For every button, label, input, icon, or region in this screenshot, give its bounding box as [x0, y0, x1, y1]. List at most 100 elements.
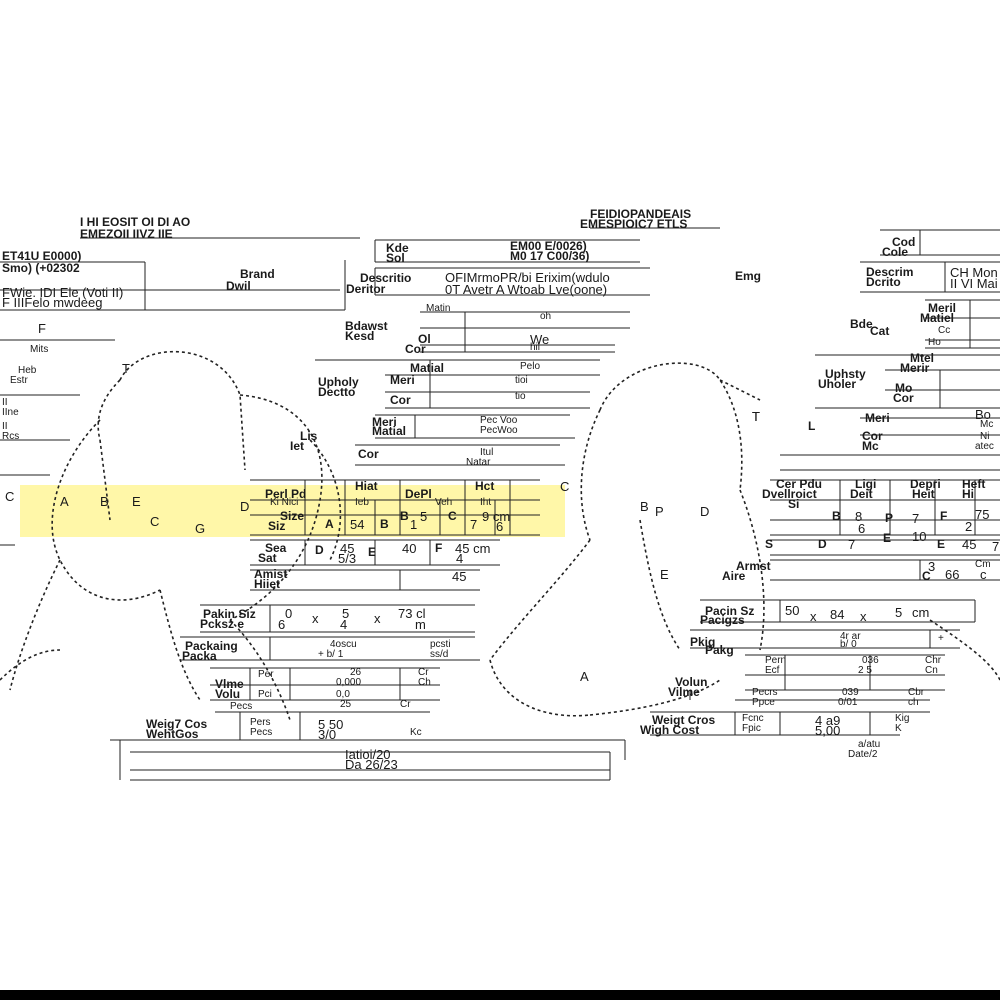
left-chair-label-c2: C [150, 514, 160, 529]
weight-value-1: 5 50 [318, 717, 344, 732]
left-table-rules [0, 237, 650, 781]
upholstery-value-3: tio [515, 391, 526, 402]
packing-x-2: x [374, 611, 381, 626]
size-s: Siz [268, 519, 286, 533]
volume-value-3: 0,0 [336, 689, 350, 700]
desc-value-2: 0T Avetr A Wtoab Lve(oone) [445, 282, 608, 297]
left-desc-1: FWie. IDI Ele (Voti II) [2, 285, 124, 300]
right-code-1: Cod [892, 235, 916, 249]
upholstery-label-1: Upholy [318, 375, 359, 389]
right-desc-value-2: II VI Mai [950, 276, 998, 291]
right-volume-9: Pecrs [752, 687, 778, 698]
right-volume-5: 036 [862, 655, 879, 666]
size-c-value: 7 [470, 517, 478, 532]
mid-code-1: Kde [386, 241, 409, 255]
size-b2: B [400, 509, 409, 523]
right-size-11: 7 [848, 537, 856, 552]
right-size-10: D [818, 537, 827, 551]
right-material-2: Matiel [920, 311, 955, 325]
right-packing-3: 50 [785, 603, 800, 618]
right-armrest-8: 7 [992, 539, 1000, 554]
dim-header-2: DePl [405, 487, 432, 501]
size-c: C [448, 509, 457, 523]
left-desc-2: F IIIFelo mwdeeg [2, 295, 103, 310]
right-weight-7: Kig [895, 713, 910, 724]
right-desc-value-1: CH Mon [950, 265, 998, 280]
seat-e-value: 40 [402, 541, 417, 556]
desc-value-1: OFIMrmoPR/bi Erixim(wdulo [445, 270, 610, 285]
seat-f: F [435, 541, 443, 555]
right-packing-1: Pacin Sz [705, 604, 755, 618]
volume-value-1: 26 [350, 667, 362, 678]
highlight-band [20, 485, 565, 537]
dim-header-4: Hct [475, 479, 495, 493]
seat-f-value: 45 cm [455, 541, 491, 556]
package-value-2: + b/ 1 [318, 649, 344, 660]
packing-label-2: Pcksz e [200, 617, 245, 631]
material-label-3: Kesd [345, 329, 375, 343]
packing-dim-2: 5 [342, 606, 350, 621]
dim-sub-2: Ieb [355, 497, 369, 508]
right-base-2: Cat [870, 324, 890, 338]
seat-d: D [315, 543, 324, 557]
right-volume-10: Ppce [752, 697, 775, 708]
right-base-1: Bde [850, 317, 873, 331]
right-material-3: Mtel [910, 351, 934, 365]
volume-value-4: 25 [340, 699, 352, 710]
size-label: Size [280, 509, 305, 523]
dim-header-3: Hiat [355, 479, 378, 493]
right-date-1: a/atu [858, 739, 881, 750]
brand-label: Brand [240, 267, 275, 281]
armrest-value-1: 4 [456, 551, 464, 566]
left-chair-label-a: A [60, 494, 69, 509]
volume-unit-3: Cr [400, 699, 411, 710]
upholstery-mat-2: Meri [390, 373, 415, 387]
right-size-14: E [937, 537, 946, 551]
right-material-4: Merir [900, 361, 930, 375]
size-a: A [325, 517, 334, 531]
right-chair-label-a: A [580, 669, 589, 684]
mid-code-2: Sol [386, 251, 405, 265]
seat-label-2: Sat [258, 551, 277, 565]
desc-label-2: Deritor [346, 282, 386, 296]
packing-dim-4: 6 [278, 617, 286, 632]
right-dim-9: Si [788, 497, 800, 511]
right-dim-2: Dvellroict [762, 487, 817, 501]
right-dim-4: Deit [850, 487, 873, 501]
right-volume-12: 0/01 [838, 697, 858, 708]
material-label-1: Matin [426, 303, 451, 314]
right-dim-8: Hi [962, 487, 974, 501]
bottom-black-bar [0, 990, 1000, 1000]
right-volume-14: ch [908, 697, 919, 708]
right-legs-value-2: Mc [980, 419, 994, 430]
right-legs-label: L [808, 419, 816, 433]
right-volume-11: 039 [842, 687, 859, 698]
size-b2-value: 5 [420, 509, 428, 524]
left-chair-label-g: G [195, 521, 206, 536]
right-upholstery-2: Uholer [818, 377, 857, 391]
main-code-1: EM00 E/0026) [510, 239, 587, 253]
right-legs-value-4: atec [975, 441, 994, 452]
right-dim-5: Depri [910, 477, 941, 491]
right-upholstery-1: Uphsty [825, 367, 866, 381]
volume-per-1: Per [258, 669, 274, 680]
right-size-7: S [765, 537, 774, 551]
color-value-1: We [530, 332, 550, 347]
right-title-2: EMESPIOIC7 ETLS [580, 217, 688, 231]
dim-header-1: Perl Pd [265, 487, 307, 501]
right-emg: Emg [735, 269, 762, 283]
right-weight-1: Weigt Cros [652, 713, 716, 727]
left-code-1: ET41U E0000) [2, 249, 82, 263]
right-packing-2: Pacigzs [700, 613, 745, 627]
right-volume-13: Cbr [908, 687, 925, 698]
left-chair-label-t: T [122, 361, 130, 376]
right-chair-label-t: T [752, 409, 760, 424]
size-a-value: 54 [350, 517, 365, 532]
right-chair-label-b: B [640, 499, 649, 514]
right-size-4: 7 [912, 511, 920, 526]
right-table-rules [590, 227, 1000, 736]
right-legs-value-1: Bo [975, 407, 991, 422]
right-volume-2: Vilme [668, 685, 700, 699]
legs-material-1: Meri [372, 415, 397, 429]
